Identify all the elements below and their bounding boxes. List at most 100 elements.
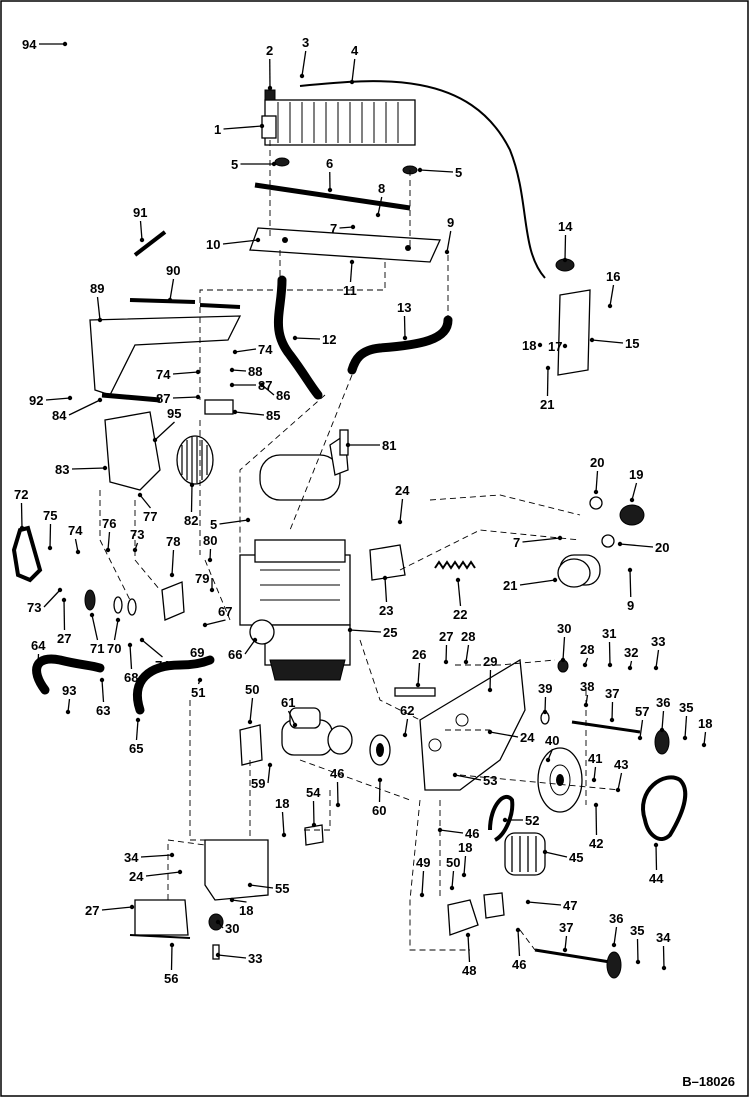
part-marker-24	[487, 729, 493, 735]
part-marker-93	[65, 709, 71, 715]
leader-line-50	[451, 870, 455, 889]
leader-line-31	[608, 641, 611, 666]
leader-line-85	[234, 411, 265, 416]
leader-line-20	[595, 470, 599, 493]
part-marker-21	[552, 577, 558, 583]
leader-line-91	[139, 220, 143, 241]
part-marker-44	[653, 842, 659, 848]
callout-label-28: 28	[580, 642, 594, 657]
callout-label-67: 67	[218, 604, 232, 619]
leader-line-30	[562, 636, 566, 661]
part-marker-69	[197, 659, 203, 665]
callout-label-15: 15	[625, 336, 639, 351]
part-marker-28	[463, 659, 469, 665]
shaft-37a	[571, 720, 641, 734]
leader-line-46	[439, 829, 464, 834]
leader-line-43	[617, 772, 623, 791]
leader-line-16	[609, 284, 615, 307]
bracket-55	[204, 839, 269, 901]
leader-line-24	[489, 731, 519, 738]
callout-label-27: 27	[85, 903, 99, 918]
belt-72	[11, 525, 43, 583]
callout-label-33: 33	[248, 951, 262, 966]
callout-label-65: 65	[129, 741, 143, 756]
part-marker-71	[89, 612, 95, 618]
part-marker-9	[444, 249, 450, 255]
callout-label-24: 24	[395, 483, 410, 498]
leader-line-89	[96, 296, 101, 321]
callout-label-31: 31	[602, 626, 616, 641]
callout-label-57: 57	[635, 704, 649, 719]
part-marker-36	[659, 727, 665, 733]
callout-label-16: 16	[606, 269, 620, 284]
callout-label-59: 59	[251, 776, 265, 791]
part-marker-14	[562, 257, 568, 263]
alternator-45	[504, 832, 546, 876]
part-marker-38	[583, 702, 589, 708]
part-marker-39	[542, 709, 548, 715]
part-marker-59	[267, 762, 273, 768]
throttle-cable	[299, 80, 546, 279]
hose-65	[132, 655, 215, 715]
callout-label-45: 45	[569, 850, 583, 865]
callout-label-49: 49	[416, 855, 430, 870]
callout-label-1: 1	[214, 122, 221, 137]
leader-line-75	[49, 523, 52, 549]
callout-label-36: 36	[609, 911, 623, 926]
part-marker-87	[195, 394, 201, 400]
callout-label-42: 42	[589, 836, 603, 851]
leader-line-66	[244, 639, 256, 655]
part-marker-47	[525, 899, 531, 905]
oil-cooler-assembly	[261, 89, 418, 175]
part-marker-46	[335, 802, 341, 808]
part-marker-1	[259, 123, 265, 129]
callout-label-95: 95	[167, 406, 181, 421]
leader-line-70	[113, 619, 119, 641]
leader-line-68	[129, 644, 133, 670]
part-marker-48	[465, 932, 471, 938]
callout-label-90: 90	[166, 263, 180, 278]
leader-line-37	[611, 701, 614, 721]
callout-label-39: 39	[538, 681, 552, 696]
callout-label-73: 73	[27, 600, 41, 615]
callout-label-30: 30	[225, 921, 239, 936]
callout-label-66: 66	[228, 647, 242, 662]
part-marker-63	[99, 677, 105, 683]
part-marker-6	[327, 187, 333, 193]
leader-line-33	[655, 649, 660, 669]
callout-label-23: 23	[379, 603, 393, 618]
leader-line-5	[419, 169, 454, 173]
part-marker-53	[452, 772, 458, 778]
callout-label-19: 19	[629, 467, 643, 482]
leader-line-59	[267, 764, 271, 784]
leader-line-72	[20, 502, 23, 529]
leader-line-35	[636, 938, 639, 963]
part-marker-87	[229, 382, 235, 388]
part-marker-67	[202, 622, 208, 628]
leader-line-49	[421, 870, 425, 896]
callout-label-7: 7	[330, 221, 337, 236]
pulley-36b	[606, 951, 622, 979]
hose-12	[274, 275, 323, 400]
callout-label-12: 12	[322, 332, 336, 347]
leader-line-29	[489, 669, 492, 691]
part-marker-50	[449, 885, 455, 891]
part-marker-61	[292, 722, 298, 728]
leader-line-56	[170, 944, 173, 971]
callout-label-74: 74	[258, 342, 273, 357]
leader-line-18	[281, 811, 285, 836]
leader-line-55	[249, 884, 274, 889]
part-marker-92	[67, 395, 73, 401]
part-marker-18	[701, 742, 707, 748]
leader-line-21	[519, 579, 556, 586]
leader-line-7	[522, 537, 561, 543]
leader-line-54	[312, 800, 315, 826]
callout-label-79: 79	[195, 571, 209, 586]
part-marker-73	[57, 587, 63, 593]
callout-label-11: 11	[343, 283, 357, 298]
part-marker-17	[562, 343, 568, 349]
part-marker-5	[245, 517, 251, 523]
part-marker-64	[35, 662, 41, 668]
leader-line-57	[639, 719, 644, 739]
